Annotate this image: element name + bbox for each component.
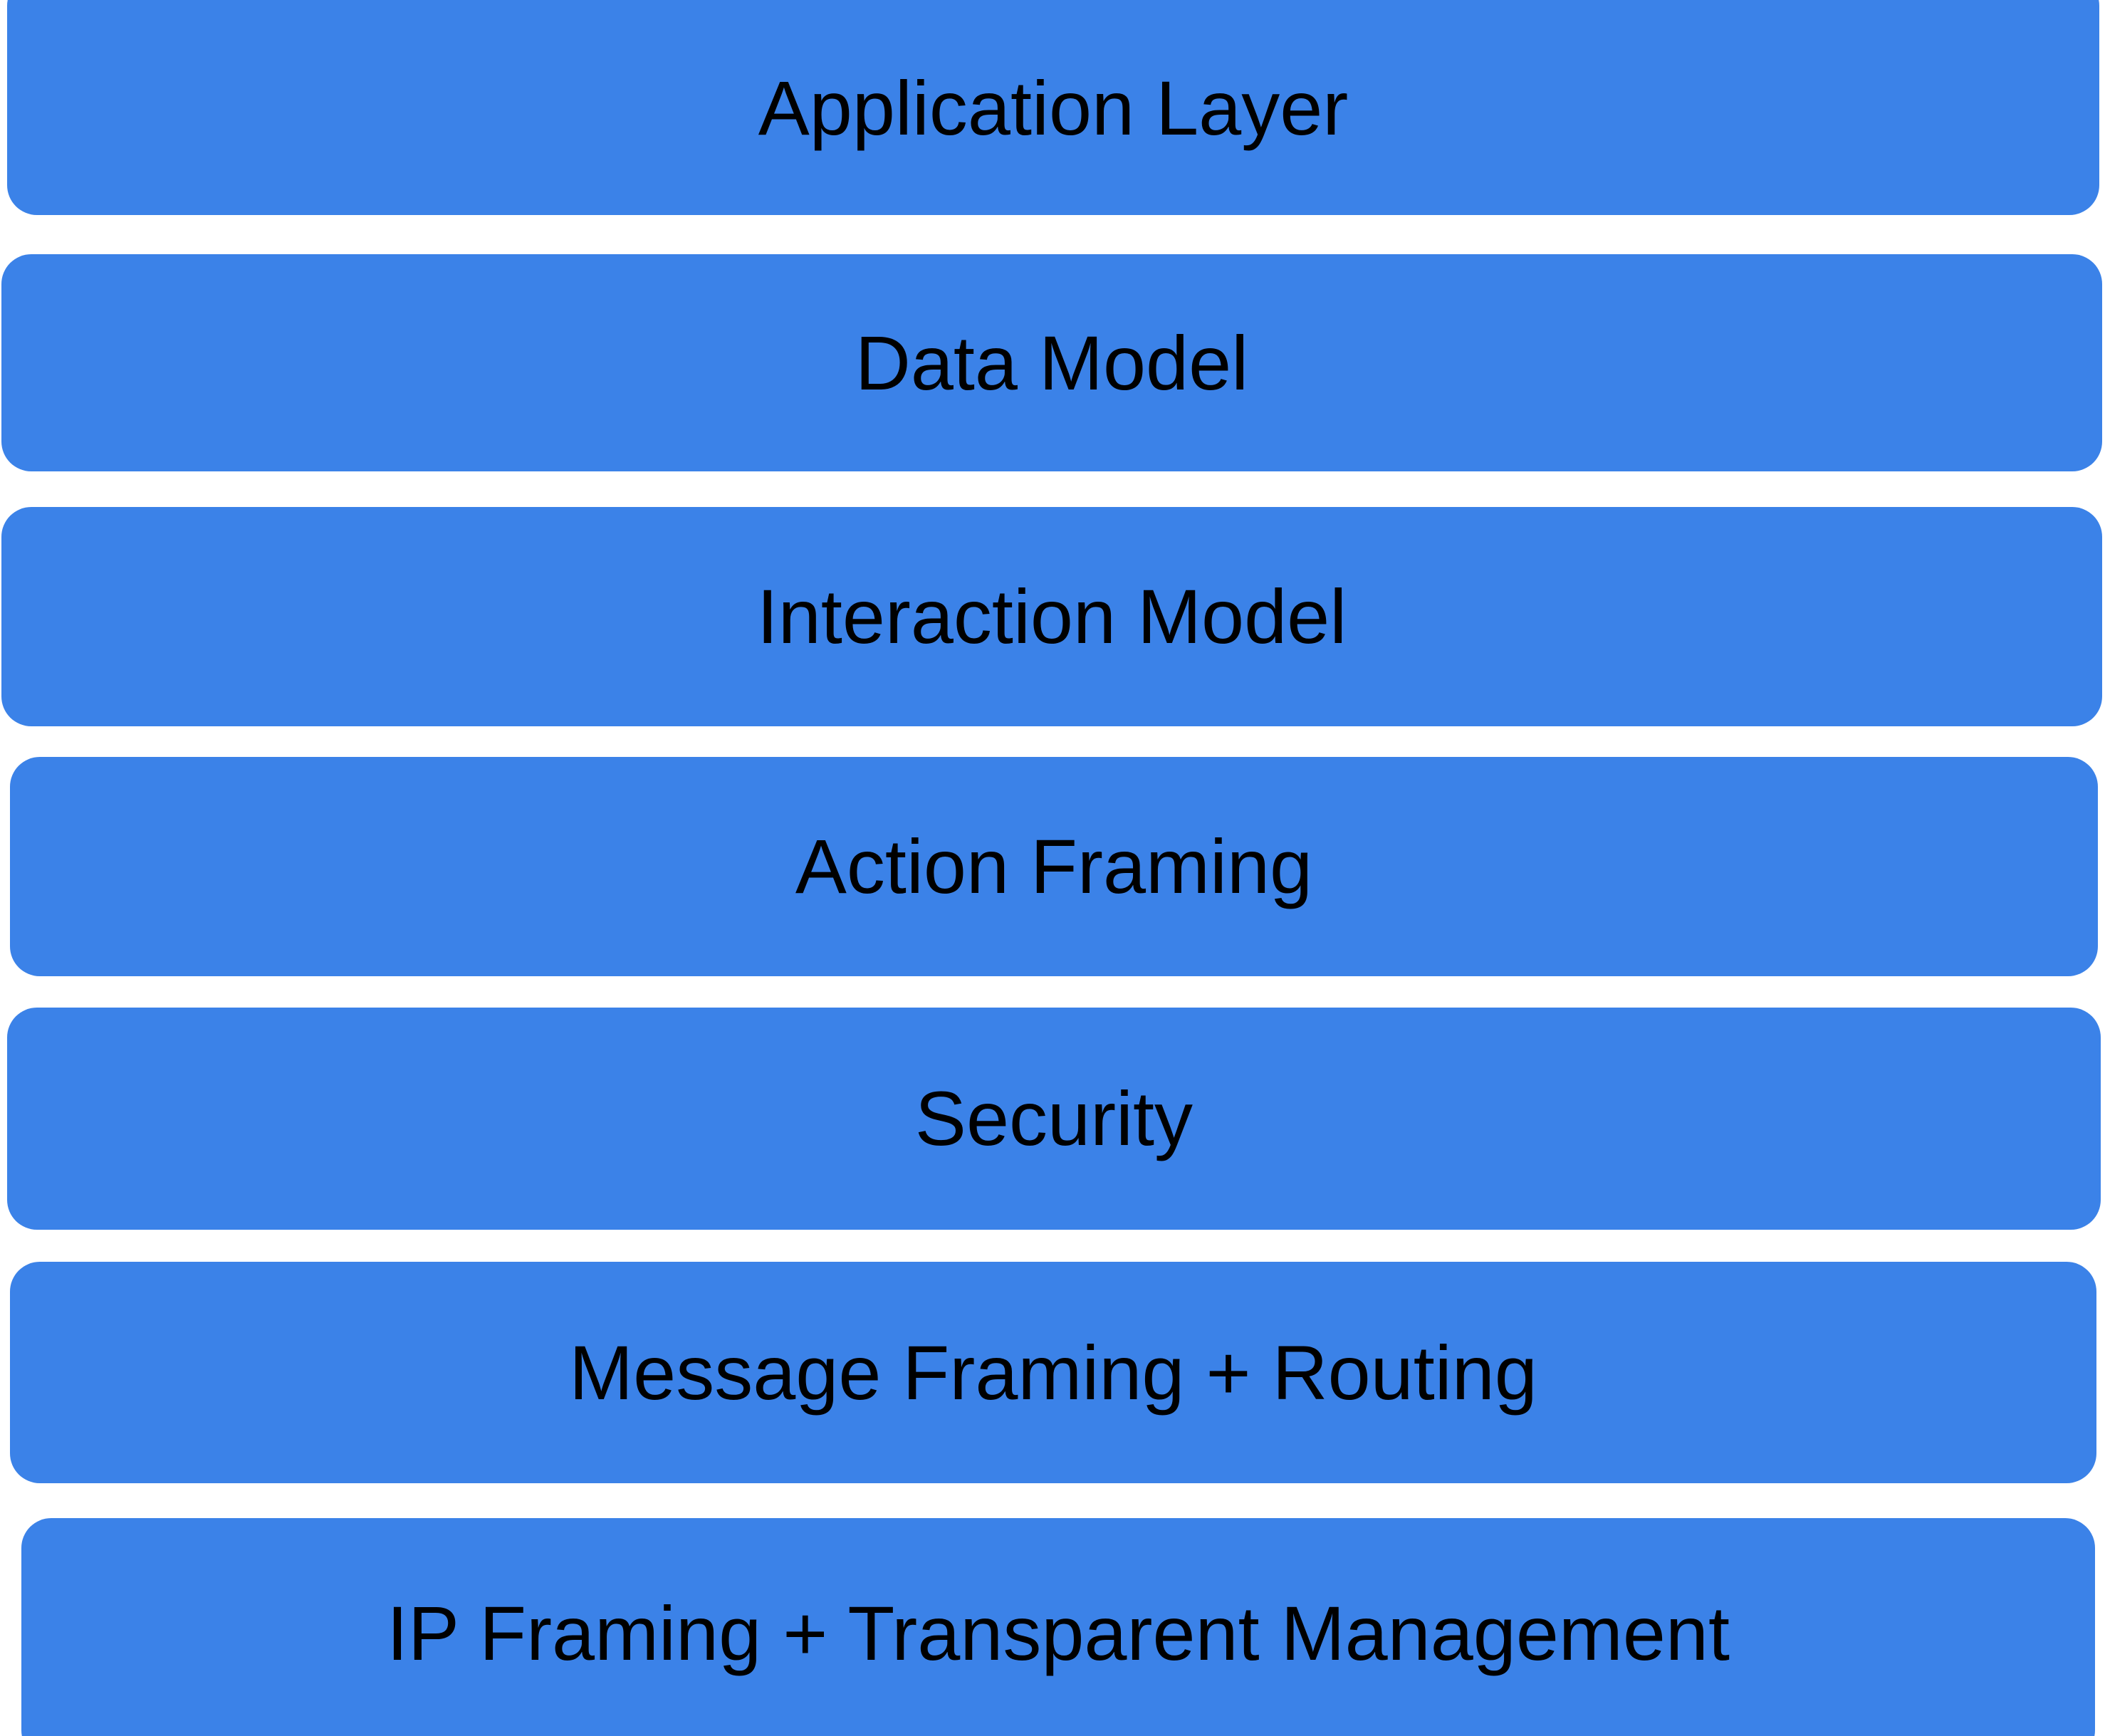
layer-bar-interaction-model[interactable]: Interaction Model [1,507,2102,726]
layer-label-application-layer: Application Layer [758,65,1349,152]
layer-bar-action-framing[interactable]: Action Framing [10,757,2098,976]
layer-label-data-model: Data Model [855,319,1249,406]
layer-label-security: Security [914,1075,1193,1162]
layer-label-action-framing: Action Framing [795,823,1313,910]
layer-label-interaction-model: Interaction Model [756,573,1347,660]
layer-bar-message-framing-routing[interactable]: Message Framing + Routing [10,1262,2096,1483]
layer-bar-ip-framing-transparent-management[interactable]: IP Framing + Transparent Management [21,1518,2095,1736]
layer-label-message-framing-routing: Message Framing + Routing [569,1329,1537,1416]
layer-label-ip-framing-transparent-management: IP Framing + Transparent Management [387,1590,1730,1677]
layer-bar-security[interactable]: Security [7,1008,2101,1230]
layer-bar-data-model[interactable]: Data Model [1,254,2102,471]
layer-bar-application-layer[interactable]: Application Layer [7,0,2099,215]
